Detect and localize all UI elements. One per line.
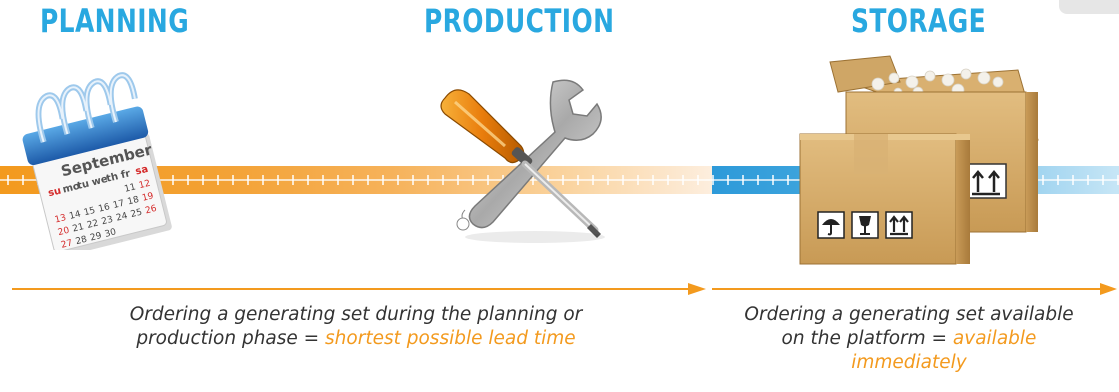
- calendar-day: 13: [54, 213, 68, 225]
- calendar-day: 22: [86, 218, 100, 230]
- calendar-day: 14: [68, 209, 82, 222]
- calendar-day: 21: [71, 222, 85, 234]
- calendar-day: 29: [89, 231, 103, 244]
- arrow-right: [712, 283, 1117, 295]
- caption-right-line1: Ordering a generating set available: [744, 304, 1074, 325]
- calendar-day: 11: [123, 182, 137, 194]
- heading-storage: STORAGE: [851, 2, 987, 40]
- caption-right-highlight-2: immediately: [851, 352, 967, 373]
- calendar-weekday: tu: [76, 179, 90, 193]
- calendar-weekday: fr: [120, 168, 132, 181]
- caption-left-prefix: production phase =: [136, 328, 326, 349]
- calendar-day: 20: [57, 226, 71, 239]
- calendar-day: 24: [115, 211, 129, 224]
- caption-right-highlight-1: available: [952, 328, 1037, 349]
- caption-left-line2: production phase = shortest possible lea…: [32, 327, 680, 351]
- calendar-day: 18: [127, 195, 141, 208]
- calendar-day: 26: [144, 204, 158, 217]
- heading-production: PRODUCTION: [424, 2, 615, 40]
- calendar-weekday: th: [105, 171, 119, 185]
- calendar-day: 12: [138, 179, 152, 191]
- caption-planning-production: Ordering a generating set during the pla…: [32, 303, 680, 351]
- calendar-day: 30: [104, 227, 118, 240]
- calendar-weekday: mo: [62, 181, 82, 196]
- calendar-weekday: su: [47, 185, 62, 199]
- umbrella-icon: [822, 219, 840, 236]
- calendar-day: 19: [141, 191, 155, 204]
- caption-right-prefix: on the platform =: [781, 328, 953, 349]
- glass-fragile-icon: [859, 216, 871, 235]
- calendar-day: 17: [112, 199, 126, 211]
- calendar-day: 27: [60, 238, 74, 250]
- caption-right-line2: on the platform = available: [700, 327, 1118, 351]
- heading-planning: PLANNING: [40, 2, 190, 40]
- calendar-day: 28: [75, 235, 89, 248]
- calendar-weekday: sa: [134, 164, 149, 178]
- wrench-screwdriver-icon: [440, 79, 605, 243]
- calendar-day: 23: [101, 215, 115, 227]
- calendar-day: 25: [130, 208, 144, 220]
- caption-storage: Ordering a generating set available on t…: [700, 303, 1118, 375]
- caption-left-line1: Ordering a generating set during the pla…: [129, 304, 583, 325]
- calendar-weekday: we: [91, 174, 109, 189]
- this-way-up-icon: [972, 170, 1000, 196]
- cardboard-boxes-icon: [799, 55, 1039, 265]
- calendar-day: 16: [97, 202, 111, 215]
- corner-tab: [1059, 0, 1119, 14]
- arrow-left: [12, 283, 706, 295]
- caption-left-highlight: shortest possible lead time: [325, 328, 576, 349]
- calendar-day: 15: [83, 206, 97, 218]
